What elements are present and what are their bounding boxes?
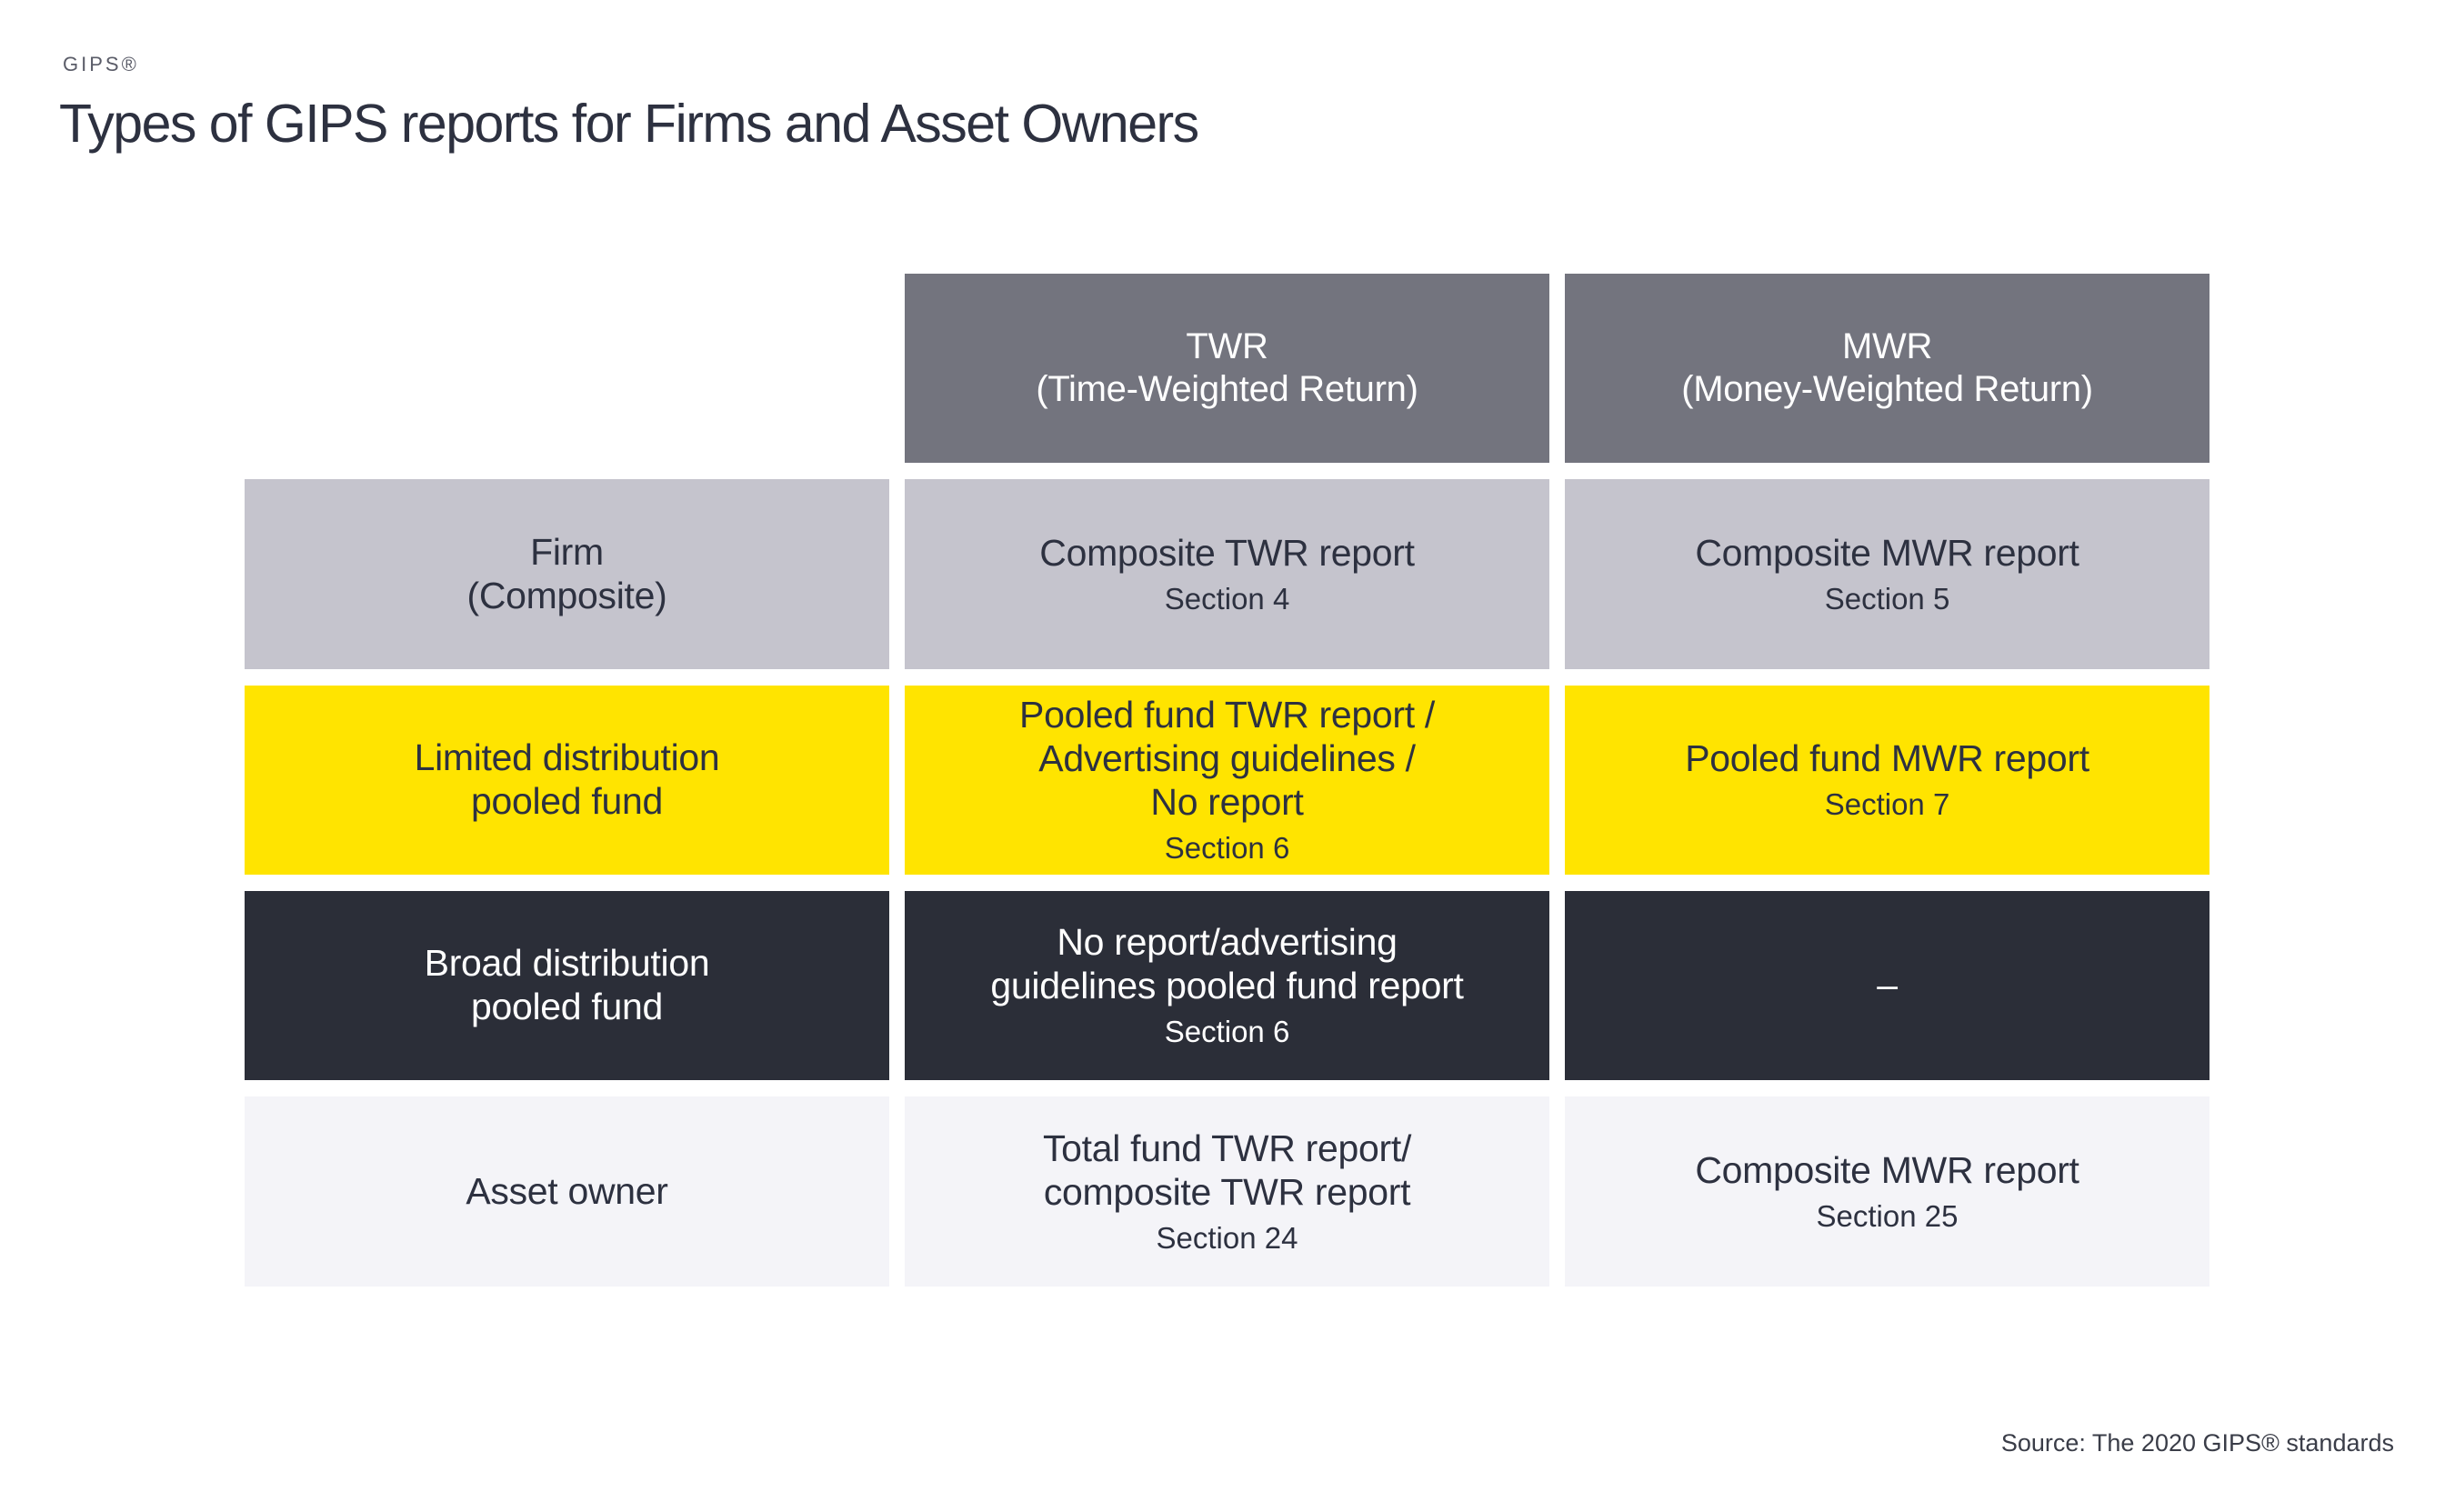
cell-broad-mwr-dash: – [1877, 964, 1898, 1006]
cell-asset-twr-section: Section 24 [1156, 1220, 1298, 1255]
row-header-firm: Firm (Composite) [245, 479, 889, 669]
cell-firm-twr-section: Section 4 [1164, 581, 1290, 616]
row-header-limited-distribution: Limited distribution pooled fund [245, 686, 889, 875]
cell-limited-twr: Pooled fund TWR report / Advertising gui… [905, 686, 1549, 875]
page-title: Types of GIPS reports for Firms and Asse… [59, 94, 1199, 154]
cell-asset-mwr: Composite MWR report Section 25 [1565, 1096, 2210, 1287]
column-header-twr-label: TWR (Time-Weighted Return) [1036, 326, 1418, 409]
gips-brand-label: GIPS® [63, 53, 139, 75]
column-header-twr: TWR (Time-Weighted Return) [905, 274, 1549, 463]
matrix-corner-spacer [245, 274, 889, 463]
row-header-broad-distribution: Broad distribution pooled fund [245, 891, 889, 1080]
cell-limited-twr-section: Section 6 [1164, 831, 1290, 866]
cell-firm-mwr-text: Composite MWR report [1695, 531, 2079, 574]
cell-asset-mwr-section: Section 25 [1816, 1198, 1959, 1233]
cell-firm-mwr: Composite MWR report Section 5 [1565, 479, 2210, 669]
cell-limited-mwr-text: Pooled fund MWR report [1685, 737, 2089, 780]
source-attribution: Source: The 2020 GIPS® standards [2000, 1429, 2394, 1457]
row-header-asset-owner-label: Asset owner [466, 1169, 668, 1212]
cell-firm-twr-text: Composite TWR report [1039, 531, 1415, 574]
cell-broad-twr: No report/advertising guidelines pooled … [905, 891, 1549, 1080]
cell-asset-twr-text: Total fund TWR report/ composite TWR rep… [1042, 1126, 1412, 1213]
column-header-mwr: MWR (Money-Weighted Return) [1565, 274, 2210, 463]
row-header-broad-distribution-label: Broad distribution pooled fund [424, 942, 710, 1027]
cell-firm-mwr-section: Section 5 [1824, 581, 1950, 616]
row-header-firm-label: Firm (Composite) [466, 530, 667, 616]
cell-limited-twr-text: Pooled fund TWR report / Advertising gui… [1019, 694, 1435, 824]
column-header-mwr-label: MWR (Money-Weighted Return) [1681, 326, 2093, 409]
cell-broad-twr-text: No report/advertising guidelines pooled … [990, 921, 1464, 1007]
cell-asset-mwr-text: Composite MWR report [1695, 1148, 2079, 1191]
report-types-matrix: TWR (Time-Weighted Return) MWR (Money-We… [245, 274, 2210, 1287]
cell-broad-twr-section: Section 6 [1164, 1015, 1290, 1049]
cell-broad-mwr: – [1565, 891, 2210, 1080]
cell-asset-twr: Total fund TWR report/ composite TWR rep… [905, 1096, 1549, 1287]
cell-limited-mwr: Pooled fund MWR report Section 7 [1565, 686, 2210, 875]
row-header-asset-owner: Asset owner [245, 1096, 889, 1287]
cell-limited-mwr-section: Section 7 [1824, 787, 1950, 822]
cell-firm-twr: Composite TWR report Section 4 [905, 479, 1549, 669]
row-header-limited-distribution-label: Limited distribution pooled fund [414, 736, 720, 822]
